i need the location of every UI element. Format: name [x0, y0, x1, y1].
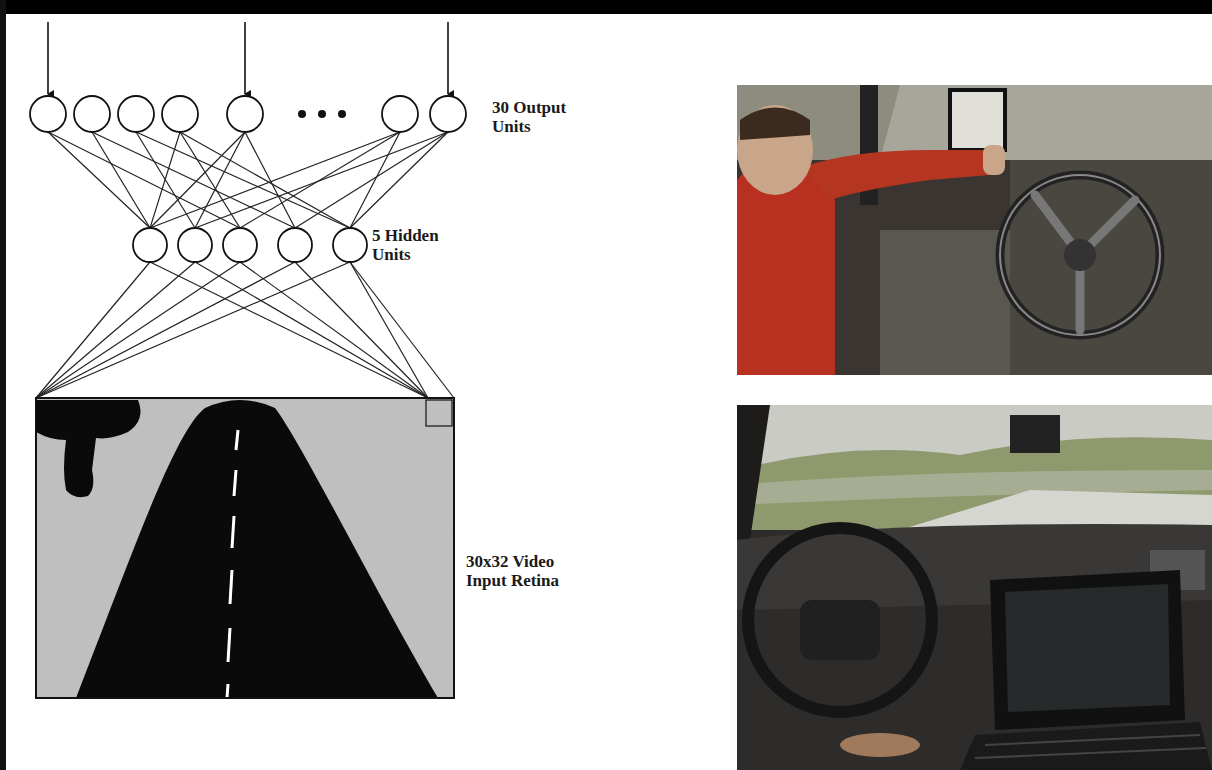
photo-driver: [740, 108, 810, 141]
weight-lines: [350, 132, 448, 228]
output-unit: [30, 96, 466, 132]
weight-lines: [350, 132, 400, 228]
weight-lines: [92, 132, 150, 228]
output-unit: [430, 96, 466, 132]
input-arrows: [48, 22, 448, 94]
retina-lines: [36, 262, 454, 398]
weight-lines: [295, 132, 448, 228]
photo-dashboard: [737, 405, 1212, 770]
photo-dashboard: [975, 735, 1206, 758]
ellipsis-dots: [298, 110, 306, 118]
weight-lines: [48, 132, 240, 228]
input-retina: [76, 400, 438, 698]
lane-marking: [227, 430, 238, 698]
retina-lines: [36, 262, 240, 398]
photo-dashboard: [960, 722, 1212, 770]
lane-marking: [232, 516, 234, 548]
weight-lines: [245, 132, 295, 228]
photo-driver: [1035, 195, 1135, 330]
retina-lines: [350, 262, 454, 398]
photo-dashboard: [990, 570, 1185, 730]
photo-driver: [1010, 160, 1212, 375]
layer-label: 30 Output Units: [492, 98, 587, 136]
hidden-unit: [278, 228, 312, 262]
scan-border: [0, 0, 1212, 14]
photo-dashboard: [900, 490, 1212, 530]
input-retina: [36, 398, 454, 698]
ellipsis-dots: [338, 110, 346, 118]
hidden-unit: [133, 228, 167, 262]
output-unit: [118, 96, 154, 132]
photo-driver: [1064, 239, 1096, 271]
retina-lines: [350, 262, 428, 398]
hidden-unit: [333, 228, 367, 262]
photo-driver: [737, 85, 1212, 375]
photo-dashboard: [985, 735, 1200, 745]
ellipsis-dots: [298, 110, 346, 118]
weight-lines: [195, 132, 448, 228]
photo-dashboard: [737, 405, 1212, 530]
photo-dashboard: [748, 528, 932, 712]
retina-lines: [36, 262, 150, 398]
input-retina: [36, 398, 454, 698]
input-retina: [36, 398, 454, 698]
weight-lines: [48, 132, 448, 228]
receptive-patch: [426, 400, 452, 426]
photo-dashboard: [737, 437, 1212, 530]
output-unit: [30, 96, 66, 132]
photo-driver: [737, 85, 1212, 375]
photo-dashboard: [1010, 415, 1060, 453]
layer-label: 5 Hidden Units: [372, 226, 457, 264]
photo-driver: [983, 145, 1005, 175]
lane-marking: [236, 430, 238, 450]
hidden-unit: [178, 228, 212, 262]
photo-driver: [1000, 175, 1160, 335]
retina-lines: [240, 262, 428, 398]
photo-dashboard: [800, 600, 880, 660]
weight-lines: [48, 132, 150, 228]
lane-marking: [227, 684, 228, 698]
retina-lines: [295, 262, 428, 398]
lane-marking: [234, 470, 236, 496]
scan-border: [0, 0, 6, 770]
lane-marking: [230, 570, 232, 604]
photo-driver: [800, 150, 990, 200]
photo-dashboard: [840, 733, 920, 757]
retina-lines: [150, 262, 428, 398]
retina-lines: [36, 262, 195, 398]
photo-driver: [1000, 175, 1160, 335]
output-unit: [74, 96, 110, 132]
hidden-unit: [133, 228, 367, 262]
input-arrows: [47, 22, 49, 94]
input-arrows: [244, 22, 246, 94]
photo-dashboard: [737, 405, 1212, 770]
output-unit: [162, 96, 198, 132]
input-arrows: [447, 22, 449, 94]
layer-label: 30x32 Video Input Retina: [466, 552, 584, 590]
lane-marking: [228, 628, 230, 662]
output-unit: [382, 96, 418, 132]
photo-driver: [880, 230, 1010, 375]
tree: [36, 400, 140, 497]
photo-driver: [950, 90, 1005, 150]
ellipsis-dots: [318, 110, 326, 118]
weight-lines: [150, 132, 245, 228]
photo-dashboard: [737, 405, 770, 540]
output-unit: [227, 96, 263, 132]
weight-lines: [195, 132, 245, 228]
weight-lines: [150, 132, 400, 228]
retina-lines: [195, 262, 428, 398]
photo-dashboard: [975, 748, 1206, 758]
photo-driver: [737, 105, 813, 195]
hidden-unit: [223, 228, 257, 262]
input-retina: [36, 398, 454, 698]
photo-dashboard: [1005, 584, 1170, 712]
retina-lines: [36, 262, 295, 398]
